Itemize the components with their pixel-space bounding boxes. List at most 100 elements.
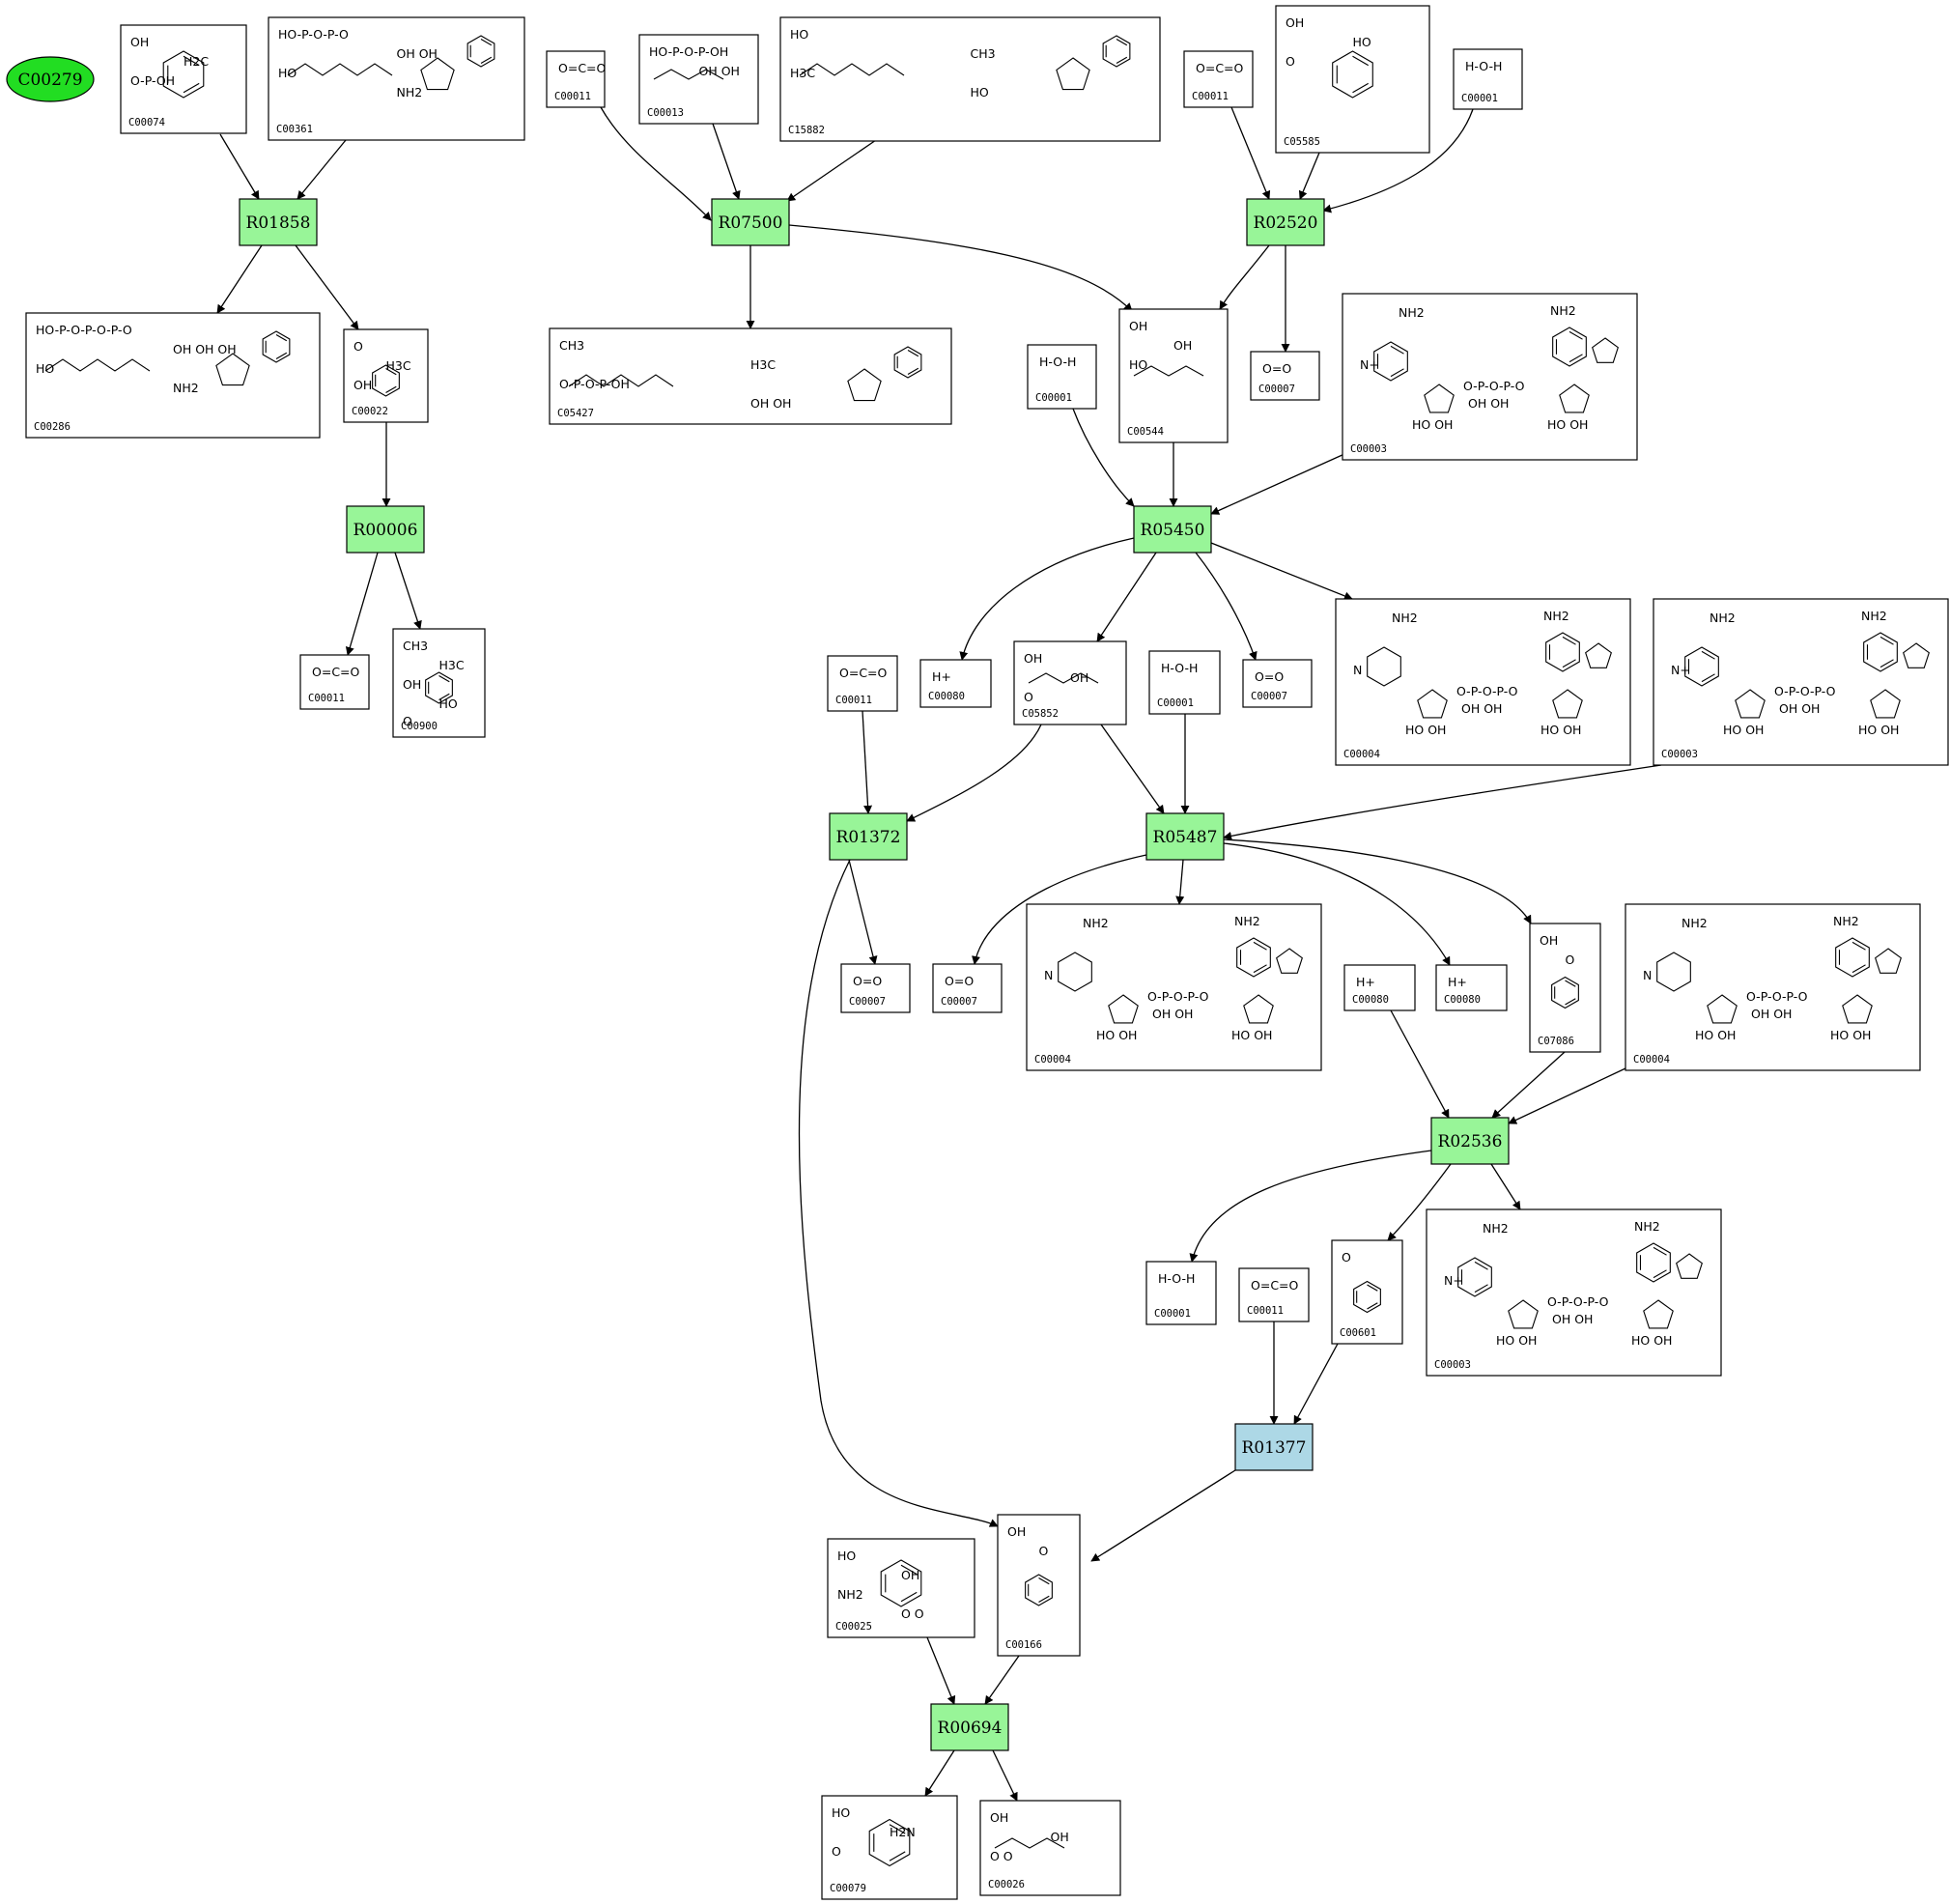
start-compound-ellipse (6, 56, 95, 102)
molecule-atom-label: N+ (1444, 1273, 1463, 1288)
ring-double-bond (1565, 998, 1576, 1006)
molecule-atom-label: O (1039, 1544, 1049, 1558)
reaction-node-R01858[interactable]: R01858 (239, 198, 318, 246)
chain-bond (994, 1837, 1065, 1849)
molecule-atom-label: O (1286, 54, 1295, 69)
molecule-atom-label: O (353, 339, 363, 354)
molecule-atom-label: H3C (790, 66, 815, 80)
ring-bond (1707, 994, 1738, 1024)
edge-arrow-32 (1175, 859, 1185, 905)
molecule-atom-label: NH2 (1550, 303, 1576, 318)
molecule-atom-label: HO (1353, 35, 1371, 49)
molecule-atom-label: O-P-O-P-O (1746, 989, 1808, 1004)
molecule-atom-label: H2C (184, 54, 209, 69)
molecule-atom-label: HO (439, 696, 458, 711)
reaction-node-R05450[interactable]: R05450 (1133, 505, 1212, 554)
reaction-node-R01377[interactable]: R01377 (1234, 1423, 1314, 1471)
ring-bond (1735, 689, 1766, 719)
compound-label: C00007 (1251, 691, 1287, 702)
ring-bond (1835, 937, 1870, 978)
ring-bond (1108, 994, 1139, 1024)
reaction-node-R07500[interactable]: R07500 (711, 198, 790, 246)
ring-double-bond (1568, 354, 1583, 363)
molecule-formula: H+ (932, 669, 951, 684)
compound-label: C00003 (1661, 749, 1698, 760)
ring-bond (425, 671, 453, 704)
chain-bond (287, 63, 393, 76)
ring-bond (215, 353, 250, 386)
molecule-atom-label: O-P-O-P-O (1774, 684, 1836, 698)
molecule-atom-label: OH OH (1461, 701, 1502, 716)
molecule-atom-label: NH2 (1833, 914, 1859, 928)
molecule-atom-label: HO OH (1231, 1028, 1272, 1042)
ring-double-bond (480, 56, 493, 64)
compound-box (546, 50, 606, 108)
molecule-atom-label: HO OH (1096, 1028, 1137, 1042)
compound-label: C00025 (835, 1621, 872, 1633)
reaction-box (930, 1703, 1009, 1751)
molecule-atom-label: OH (901, 1568, 919, 1582)
molecule-structure: H+ (1356, 975, 1375, 989)
reaction-node-R01372[interactable]: R01372 (829, 812, 908, 861)
ring-double-bond (1116, 56, 1128, 64)
ring-bond (1417, 689, 1448, 719)
compound-label: C00001 (1154, 1308, 1191, 1320)
reaction-node-R02536[interactable]: R02536 (1430, 1117, 1510, 1165)
reaction-box (829, 812, 908, 861)
chain-bond (799, 63, 905, 76)
ring-double-bond (1390, 368, 1404, 378)
reaction-node-R00006[interactable]: R00006 (346, 505, 425, 554)
reaction-node-R02520[interactable]: R02520 (1246, 198, 1325, 246)
molecule-atom-label: OH OH OH (173, 342, 237, 356)
reaction-node-R05487[interactable]: R05487 (1145, 812, 1225, 861)
molecule-formula: H+ (1448, 975, 1467, 989)
molecule-formula: H-O-H (1039, 355, 1076, 369)
reaction-node-R00694[interactable]: R00694 (930, 1703, 1009, 1751)
start-compound-node[interactable]: C00279 (6, 56, 95, 102)
ring-double-bond (900, 1564, 918, 1576)
